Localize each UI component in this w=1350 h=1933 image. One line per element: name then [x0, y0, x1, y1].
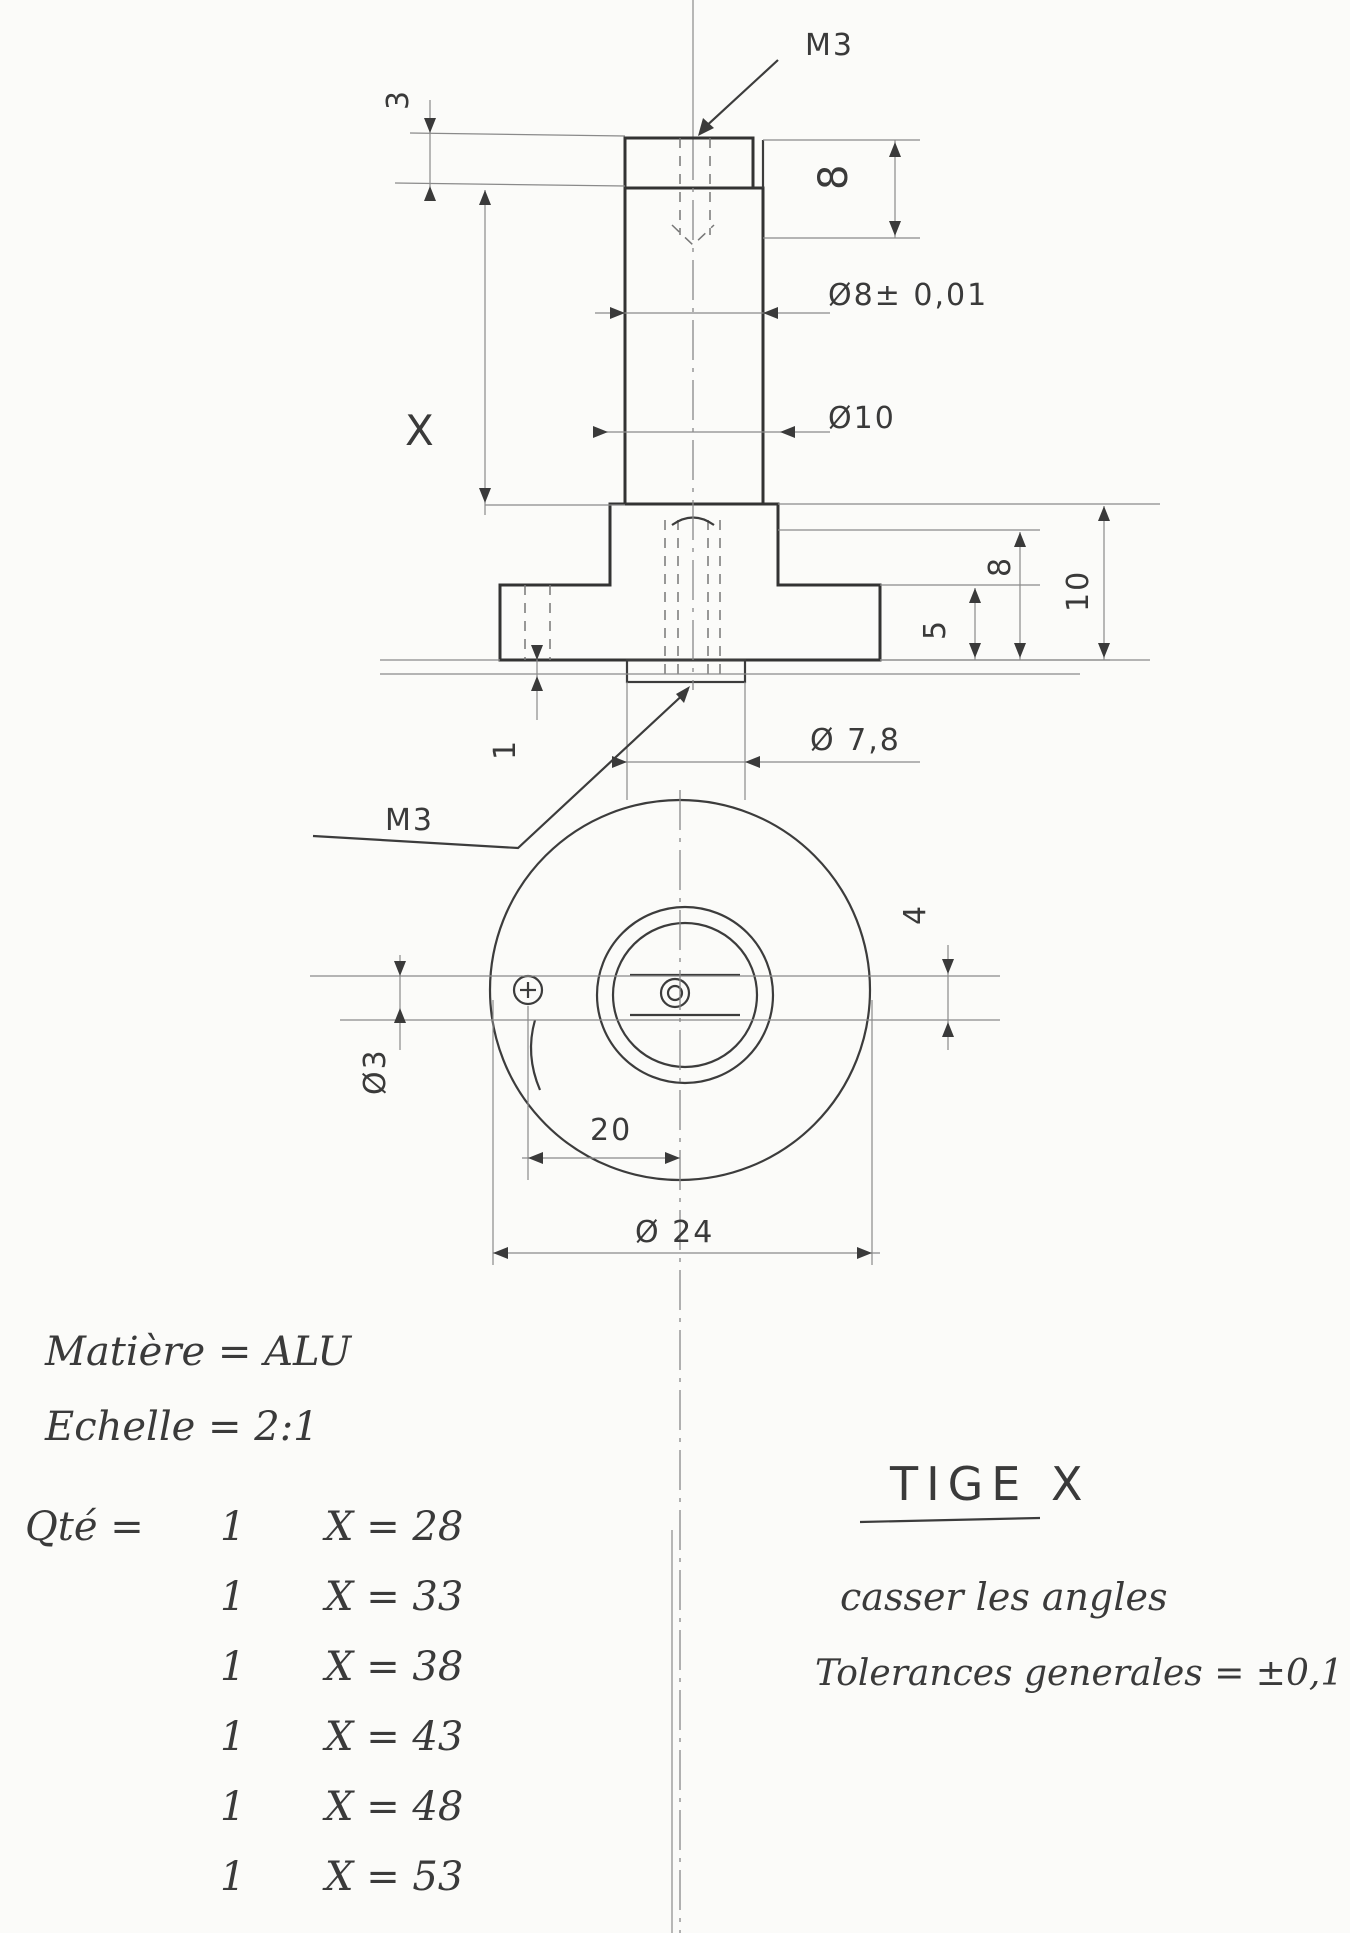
qty-3: 1 — [220, 1644, 245, 1690]
dim-thread-depth: 8 — [811, 163, 857, 190]
title-block: TIGE X casser les angles Tolerances gene… — [815, 1457, 1343, 1694]
base-flange — [498, 502, 882, 662]
qty-6: 1 — [220, 1854, 245, 1900]
quantity-label: Qté = — [25, 1504, 144, 1550]
collar-circle — [595, 905, 775, 1085]
dim-spigot-diameter: Ø 7,8 — [810, 723, 901, 758]
x-value-6: X = 53 — [322, 1854, 463, 1900]
tolerance-note: Tolerances generales = ±0,1 — [815, 1653, 1343, 1694]
thread-label-bottom: M3 — [385, 803, 434, 838]
part-title: TIGE X — [889, 1457, 1091, 1511]
dim-collar-diameter: Ø10 — [828, 401, 896, 436]
bottom-spigot — [625, 658, 747, 684]
dim-slot-width: 4 — [898, 904, 933, 925]
dim-pin: 1 — [488, 739, 523, 760]
top-view: 4 Ø3 20 Ø 24 — [310, 790, 1000, 1933]
dim-shaft-diameter: Ø8± 0,01 — [828, 278, 988, 313]
title-underline — [859, 1516, 1041, 1524]
x-value-1: X = 28 — [322, 1504, 463, 1550]
head-cap — [623, 136, 755, 190]
qty-2: 1 — [220, 1574, 245, 1620]
dim-base-height: 10 — [1061, 570, 1096, 612]
remark-note: casser les angles — [840, 1575, 1168, 1619]
material-note: Matière = ALU — [44, 1329, 352, 1375]
shaft-body — [623, 186, 765, 506]
dim-outer-diameter: Ø 24 — [635, 1215, 714, 1250]
dim-hole-diameter: Ø3 — [358, 1048, 393, 1095]
dim-hole-pitch: 20 — [590, 1113, 632, 1148]
qty-5: 1 — [220, 1784, 245, 1830]
qty-4: 1 — [220, 1714, 245, 1760]
dim-head-height: 3 — [381, 89, 416, 110]
dim-step-5: 5 — [918, 619, 953, 640]
front-view: 3 X 8 Ø8± 0,01 Ø10 5 — [312, 0, 1160, 850]
notes-block: Matière = ALU Echelle = 2:1 Qté = 1 X = … — [25, 1329, 463, 1900]
x-value-4: X = 43 — [322, 1714, 463, 1760]
thread-label-top: M3 — [805, 28, 854, 63]
x-value-3: X = 38 — [322, 1644, 463, 1690]
x-value-5: X = 48 — [322, 1784, 463, 1830]
qty-1: 1 — [220, 1504, 245, 1550]
scale-note: Echelle = 2:1 — [44, 1404, 319, 1450]
x-value-2: X = 33 — [322, 1574, 463, 1620]
shaft-circle — [611, 921, 759, 1069]
dim-shaft-length: X — [405, 406, 436, 455]
tapped-hole — [659, 977, 691, 1009]
dim-step-8: 8 — [983, 556, 1018, 577]
